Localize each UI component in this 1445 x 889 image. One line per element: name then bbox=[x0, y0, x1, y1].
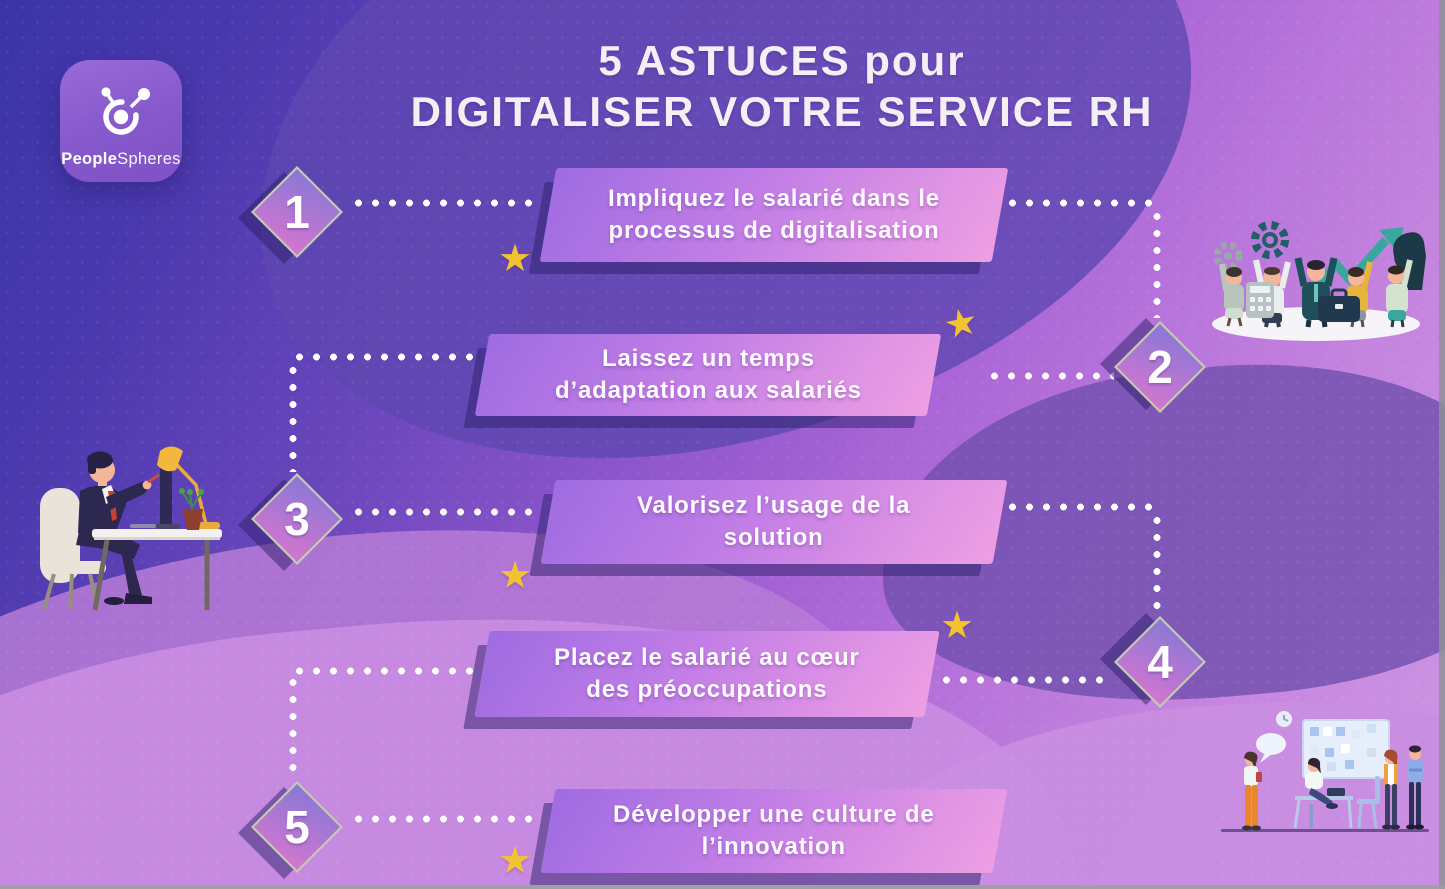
star-icon: ★ bbox=[498, 555, 533, 597]
star-icon: ★ bbox=[498, 238, 533, 280]
dotted-connector bbox=[291, 667, 479, 675]
step-2-number: 2 bbox=[1147, 341, 1173, 393]
peoplespheres-molecule-icon bbox=[101, 87, 150, 135]
dotted-connector bbox=[289, 362, 297, 472]
title-line-1: 5 ASTUCES pour bbox=[598, 37, 966, 84]
dotted-connector bbox=[350, 199, 542, 207]
step-3-number-diamond: 3 bbox=[251, 473, 343, 565]
dotted-connector bbox=[1153, 512, 1161, 614]
man-at-desk-illustration bbox=[40, 446, 222, 611]
page-title: 5 ASTUCES pour DIGITALISER VOTRE SERVICE… bbox=[397, 36, 1167, 139]
dotted-connector bbox=[1153, 208, 1161, 318]
star-icon: ★ bbox=[498, 840, 533, 882]
dotted-connector bbox=[938, 676, 1112, 684]
step-3-number: 3 bbox=[284, 493, 310, 545]
star-icon: ★ bbox=[940, 605, 975, 647]
dotted-connector bbox=[291, 353, 479, 361]
screen-edge-bottom bbox=[0, 885, 1445, 889]
dotted-connector bbox=[350, 508, 542, 516]
office-whiteboard-illustration bbox=[1221, 711, 1429, 832]
screen-edge-right bbox=[1439, 0, 1445, 889]
step-4-number: 4 bbox=[1147, 636, 1173, 688]
peoplespheres-logo: PeopleSpheres bbox=[60, 60, 182, 182]
step-2-number-diamond: 2 bbox=[1114, 321, 1206, 413]
step-1-number: 1 bbox=[284, 186, 310, 238]
step-4-number-diamond: 4 bbox=[1114, 616, 1206, 708]
brand-name: PeopleSpheres bbox=[61, 150, 181, 168]
title-line-2: DIGITALISER VOTRE SERVICE RH bbox=[410, 88, 1154, 136]
dotted-connector bbox=[289, 674, 297, 780]
team-gears-arrow-illustration bbox=[1212, 221, 1426, 341]
step-5-number-diamond: 5 bbox=[251, 781, 343, 873]
dotted-connector bbox=[986, 372, 1114, 380]
step-5-number: 5 bbox=[284, 801, 310, 853]
dotted-connector bbox=[350, 815, 542, 823]
dotted-connector bbox=[1004, 199, 1154, 207]
step-1-number-diamond: 1 bbox=[251, 166, 343, 258]
dotted-connector bbox=[1004, 503, 1154, 511]
